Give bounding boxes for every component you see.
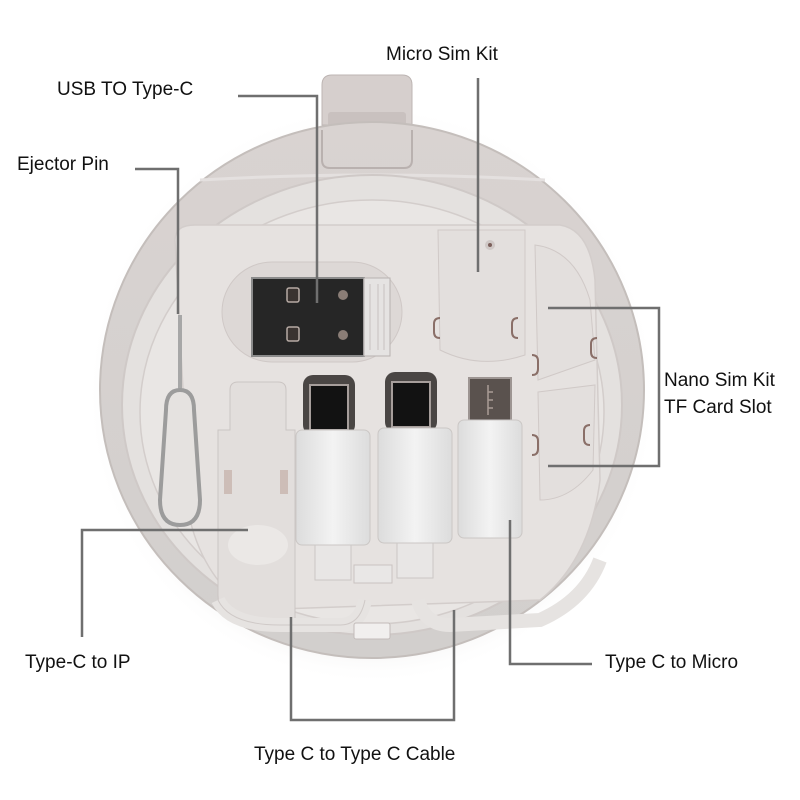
label-tf-card-slot: TF Card Slot	[664, 397, 772, 418]
label-type-c-to-type-c-cable: Type C to Type C Cable	[254, 744, 456, 765]
type-c-to-ip-adapter	[217, 381, 296, 621]
label-type-c-to-micro: Type C to Micro	[605, 652, 739, 673]
type-c-to-type-c-leader	[289, 610, 456, 722]
label-nano-sim-kit: Nano Sim Kit	[664, 370, 775, 391]
usb-a-adapter	[221, 261, 403, 363]
ejector-pin	[157, 315, 203, 528]
type-c-to-ip-leader	[80, 528, 248, 637]
type-c-cable-right	[377, 372, 453, 579]
sim-card-slots	[433, 229, 598, 501]
label-type-c-to-ip: Type-C to IP	[25, 652, 131, 673]
label-ejector-pin: Ejector Pin	[17, 154, 109, 175]
type-c-to-micro-leader	[508, 520, 592, 666]
label-nano-sim-group: Nano Sim Kit TF Card Slot	[664, 367, 775, 421]
bottom-latch	[353, 622, 391, 640]
label-usb-to-type-c: USB TO Type-C	[57, 79, 194, 100]
nano-sim-leader	[548, 306, 661, 468]
ejector-pin-leader	[135, 167, 180, 314]
type-c-cable-left	[295, 375, 371, 581]
micro-usb-adapter	[457, 377, 523, 539]
leader-lines	[80, 78, 661, 722]
label-micro-sim-kit: Micro Sim Kit	[386, 44, 498, 65]
usb-to-type-c-leader	[238, 94, 319, 303]
